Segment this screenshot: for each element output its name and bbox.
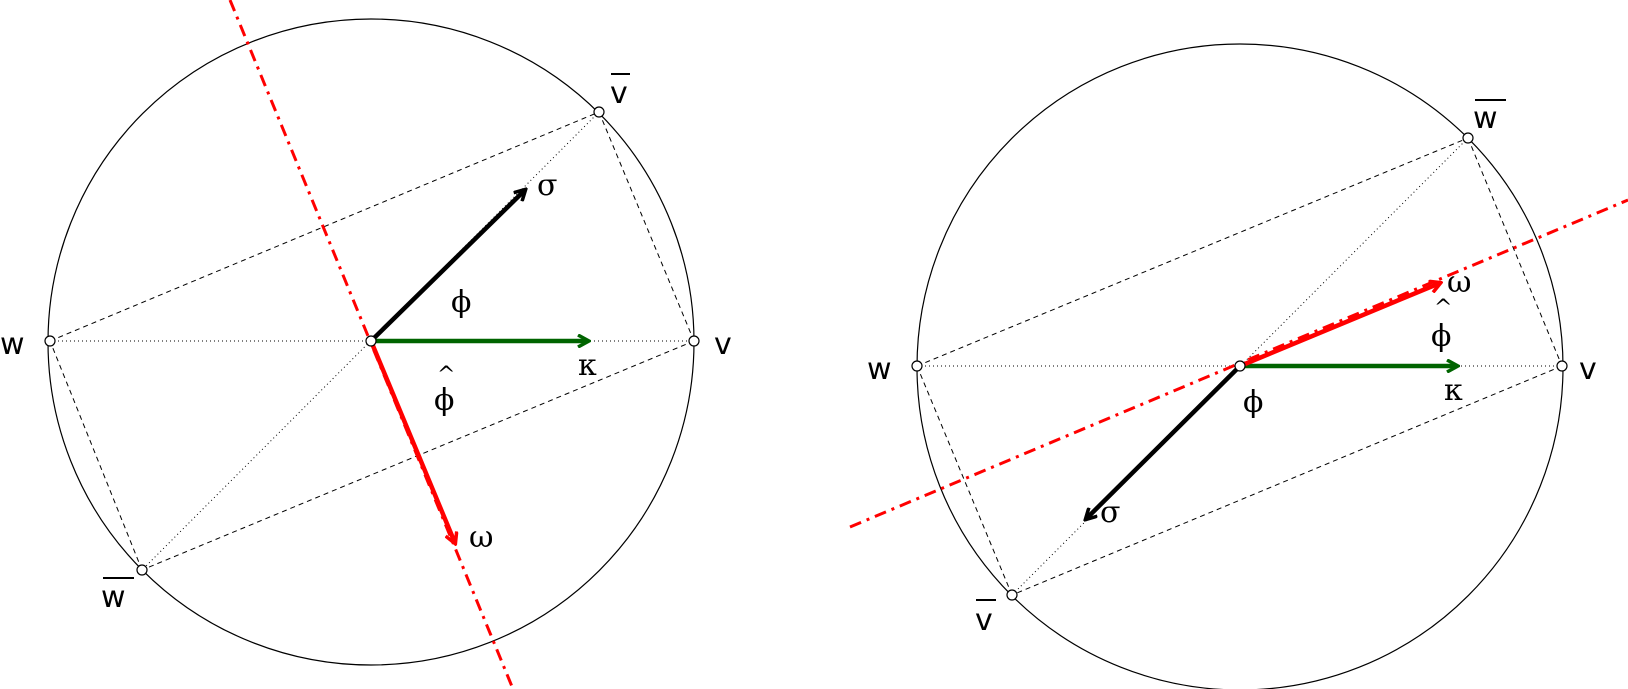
- right-rect-edge-right: [1467, 137, 1563, 367]
- left-panel: w v v w σ κ ω ϕ ^ ϕ: [0, 0, 732, 689]
- right-label-w: w: [867, 352, 892, 387]
- right-point-w: [911, 360, 923, 372]
- right-label-kappa: κ: [1444, 373, 1463, 408]
- right-label-omega: ω: [1447, 265, 1471, 300]
- right-label-phi: ϕ: [1243, 385, 1263, 420]
- right-label-wbar: w: [1473, 101, 1498, 136]
- right-rect-edge-top: [916, 137, 1469, 367]
- right-point-v: [1556, 360, 1568, 372]
- left-label-phi-hat: ϕ: [434, 383, 454, 418]
- left-point-v: [688, 335, 700, 347]
- left-label-vbar: v: [610, 76, 628, 111]
- right-label-phi-hat: ϕ: [1431, 319, 1451, 354]
- left-point-w: [44, 335, 56, 347]
- left-label-v: v: [714, 327, 732, 362]
- right-panel: w v w v σ κ ω ϕ ^ ϕ: [849, 43, 1628, 689]
- left-label-w: w: [0, 327, 25, 362]
- left-rect-edge-right: [598, 111, 695, 342]
- right-label-v: v: [1579, 352, 1597, 387]
- left-label-sigma: σ: [537, 168, 557, 203]
- left-label-wbar: w: [101, 580, 126, 615]
- left-label-phi: ϕ: [451, 285, 471, 320]
- right-rect-edge-left: [916, 365, 1013, 596]
- right-label-vbar: v: [975, 603, 993, 638]
- left-point-wbar: [136, 564, 148, 576]
- left-label-kappa: κ: [578, 348, 597, 383]
- left-point-center: [365, 335, 377, 347]
- right-rect-edge-bottom: [1011, 365, 1563, 596]
- right-point-vbar: [1006, 589, 1018, 601]
- left-point-vbar: [593, 106, 605, 118]
- left-omega-arrow: [368, 340, 455, 543]
- right-label-sigma: σ: [1100, 495, 1120, 530]
- right-symmetry-axis: [849, 198, 1628, 529]
- right-sigma-arrow: [1086, 364, 1242, 519]
- left-label-omega: ω: [469, 520, 493, 555]
- right-label-phi-hat-accent: ^: [1434, 296, 1452, 321]
- left-sigma-arrow: [369, 190, 525, 343]
- left-label-phi-hat-accent: ^: [437, 363, 455, 388]
- right-point-center: [1234, 360, 1246, 372]
- right-point-wbar: [1462, 132, 1474, 144]
- left-rect-edge-left: [49, 340, 143, 571]
- right-omega-arrow: [1239, 283, 1440, 369]
